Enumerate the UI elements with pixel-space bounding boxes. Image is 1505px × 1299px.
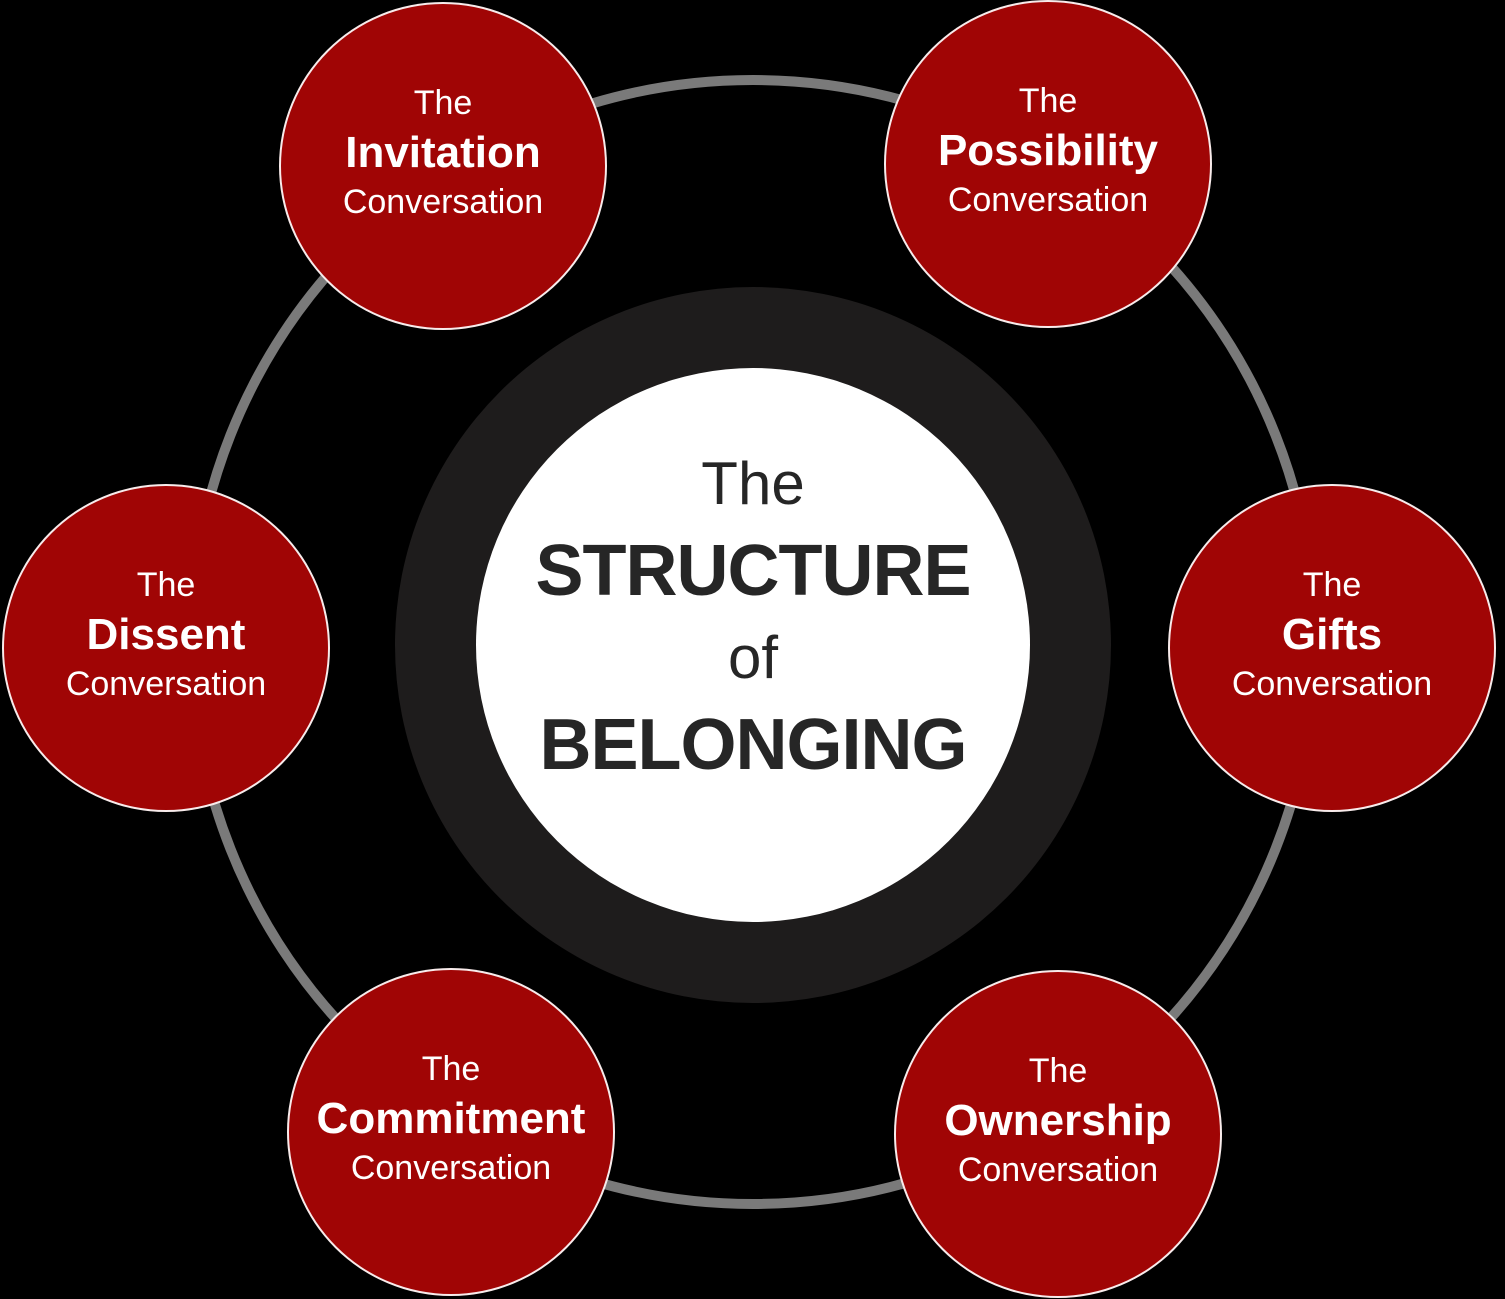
node-invitation-conversation: The Invitation Conversation	[279, 2, 607, 330]
node-prefix: The	[413, 84, 473, 123]
node-suffix: Conversation	[947, 180, 1149, 219]
node-gifts-label: The Gifts Conversation	[1232, 562, 1432, 708]
node-suffix: Conversation	[65, 664, 267, 703]
center-title-line-of: of	[727, 624, 779, 691]
node-prefix: The	[136, 566, 196, 605]
node-ownership-label: The Ownership Conversation	[944, 1048, 1171, 1194]
node-commitment-conversation: The Commitment Conversation	[287, 968, 615, 1296]
node-prefix: The	[1018, 82, 1078, 121]
node-suffix: Conversation	[342, 182, 544, 221]
center-inner-disc: The STRUCTURE of BELONGING	[476, 368, 1030, 922]
node-possibility-label: The Possibility Conversation	[938, 78, 1158, 224]
node-title: Dissent	[86, 610, 246, 660]
node-suffix: Conversation	[1231, 664, 1433, 703]
node-suffix: Conversation	[957, 1150, 1159, 1189]
center-title-line-the: The	[701, 450, 805, 518]
node-gifts-conversation: The Gifts Conversation	[1168, 484, 1496, 812]
node-invitation-label: The Invitation Conversation	[343, 80, 543, 226]
node-title: Commitment	[316, 1094, 586, 1144]
center-title-line-belonging: BELONGING	[539, 704, 967, 785]
node-ownership-conversation: The Ownership Conversation	[894, 970, 1222, 1298]
node-commitment-label: The Commitment Conversation	[317, 1046, 586, 1192]
node-prefix: The	[1302, 566, 1362, 605]
node-title: Ownership	[944, 1096, 1172, 1146]
node-dissent-label: The Dissent Conversation	[66, 562, 266, 708]
node-dissent-conversation: The Dissent Conversation	[2, 484, 330, 812]
center-title: The STRUCTURE of BELONGING	[535, 443, 972, 790]
node-suffix: Conversation	[350, 1148, 552, 1187]
node-possibility-conversation: The Possibility Conversation	[884, 0, 1212, 328]
node-prefix: The	[1028, 1052, 1088, 1091]
node-title: Gifts	[1281, 610, 1383, 660]
center-title-line-structure: STRUCTURE	[535, 531, 972, 612]
node-title: Possibility	[937, 126, 1159, 176]
node-prefix: The	[421, 1050, 481, 1089]
node-title: Invitation	[345, 128, 541, 178]
